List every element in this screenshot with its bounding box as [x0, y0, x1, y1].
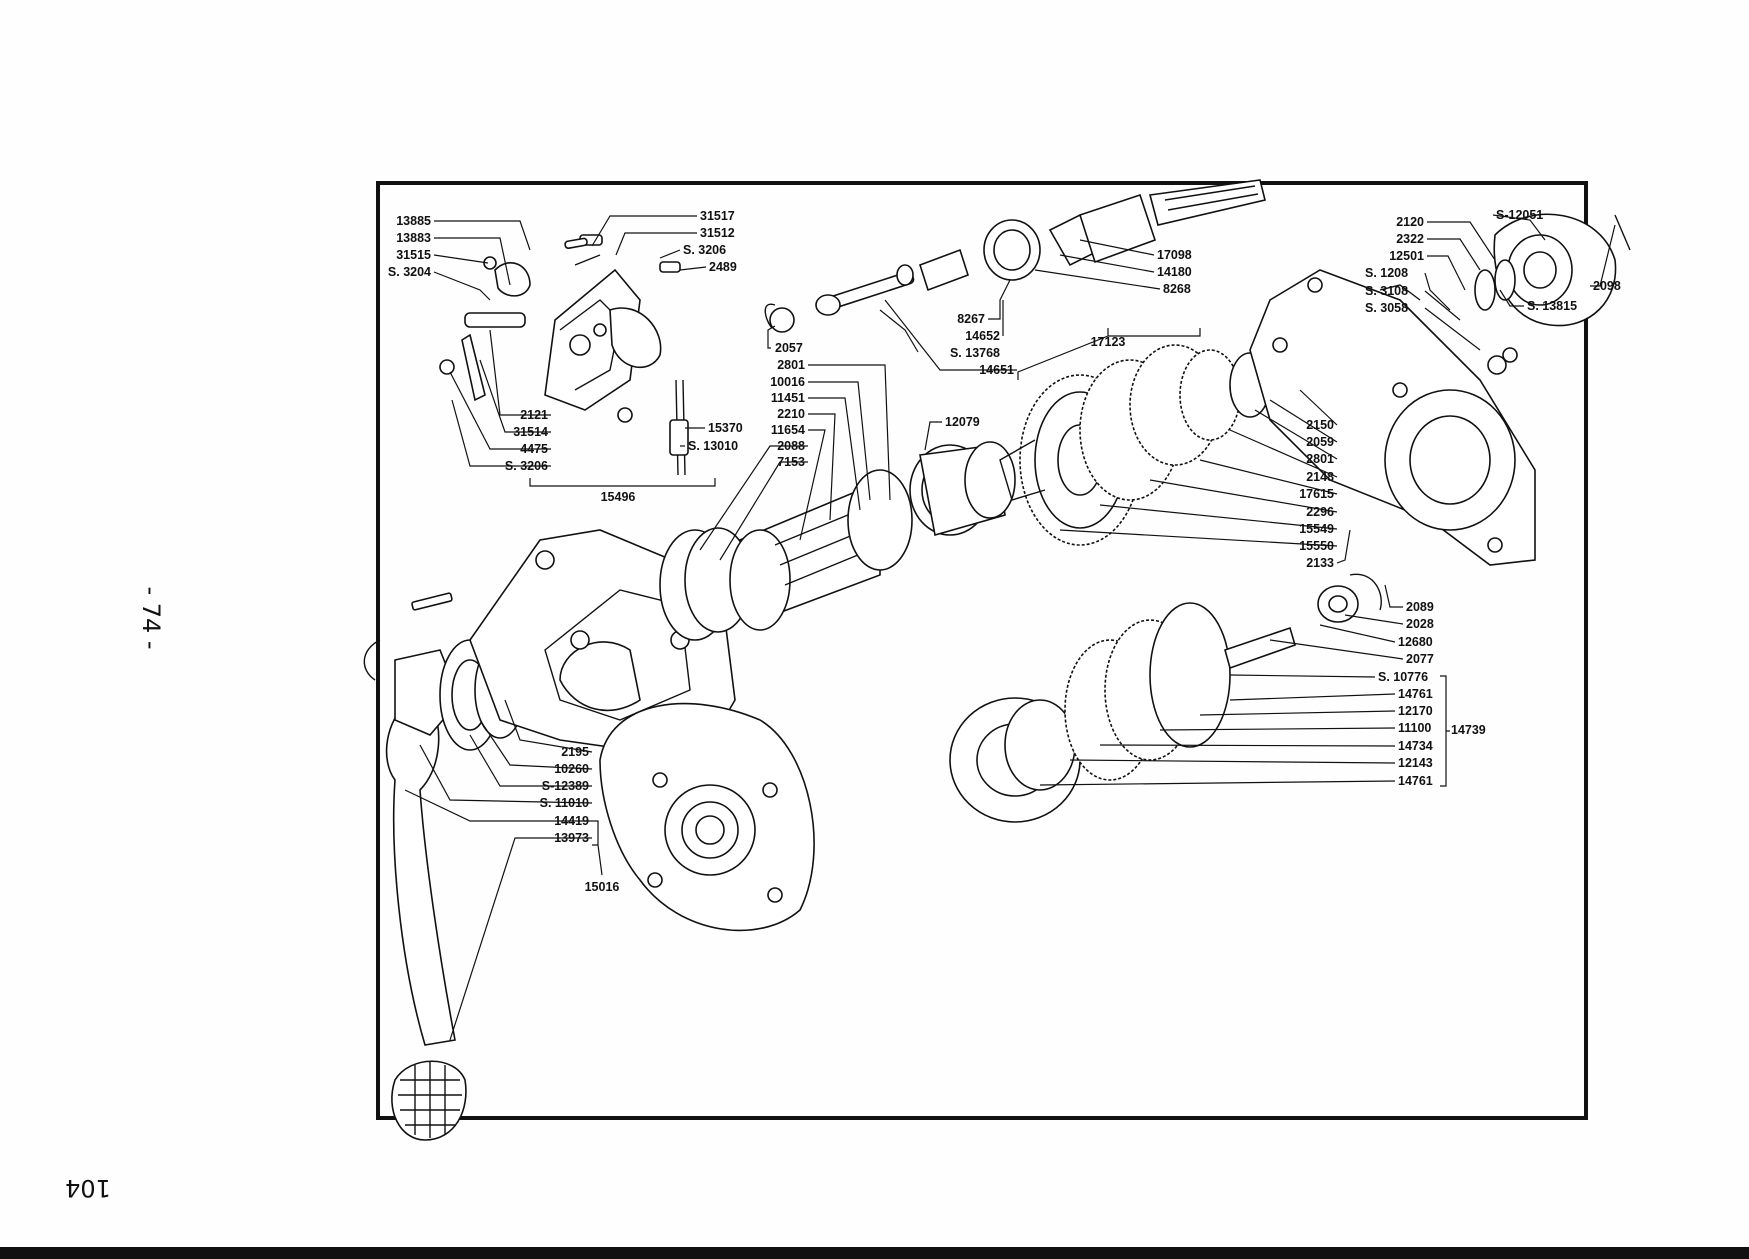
part-label-13885: 13885	[396, 214, 431, 228]
part-label-11100: 11100	[1398, 721, 1431, 735]
part-label-14734: 14734	[1398, 739, 1433, 753]
part-label-2801b: 2801	[1306, 452, 1334, 466]
gearbox-housing	[469, 529, 815, 932]
part-label-12143: 12143	[1398, 756, 1433, 770]
diagram-frame	[376, 181, 1588, 1120]
part-label-2296: 2296	[1306, 505, 1334, 519]
part-label-10016: 10016	[770, 375, 805, 389]
part-label-17615: 17615	[1299, 487, 1334, 501]
selector-mechanism	[439, 234, 689, 476]
part-label-13973: 13973	[554, 831, 589, 845]
scan-edge-bar	[0, 1247, 1749, 1259]
part-label-15496: 15496	[601, 490, 636, 504]
part-label-17098: 17098	[1157, 248, 1192, 262]
part-label-2801a: 2801	[777, 358, 805, 372]
part-label-s3206a: S. 3206	[683, 243, 726, 257]
part-label-2098: 2098	[1593, 279, 1621, 293]
part-label-s3206b: S. 3206	[505, 459, 548, 473]
part-label-2121: 2121	[520, 408, 548, 422]
leader-lines	[404, 214, 1616, 1041]
part-label-14651: 14651	[979, 363, 1014, 377]
part-label-31515: 31515	[396, 248, 431, 262]
part-label-31514: 31514	[513, 425, 548, 439]
part-label-10260: 10260	[554, 762, 589, 776]
part-label-2057: 2057	[775, 341, 803, 355]
part-label-2489: 2489	[709, 260, 737, 274]
part-label-2210: 2210	[777, 407, 805, 421]
part-label-s11010: S. 11010	[540, 796, 589, 810]
input-shaft	[815, 179, 1266, 316]
part-label-2322: 2322	[1396, 232, 1424, 246]
part-label-s3108: S. 3108	[1365, 284, 1408, 298]
part-label-8268: 8268	[1163, 282, 1191, 296]
part-label-2120: 2120	[1396, 215, 1424, 229]
part-label-s13815: S. 13815	[1527, 299, 1577, 313]
part-label-s3058: S. 3058	[1365, 301, 1408, 315]
part-label-15549: 15549	[1299, 522, 1334, 536]
internal-page-number: - 74 -	[137, 586, 165, 649]
part-label-14739: 14739	[1451, 723, 1486, 737]
page-number: 104	[65, 1174, 111, 1202]
part-label-2088: 2088	[777, 439, 805, 453]
part-label-11451: 11451	[771, 391, 805, 405]
part-label-14761b: 14761	[1398, 774, 1433, 788]
part-label-s12389: S-12389	[542, 779, 589, 793]
part-label-15370: 15370	[708, 421, 743, 435]
part-label-2059: 2059	[1306, 435, 1334, 449]
part-label-2028: 2028	[1406, 617, 1434, 631]
clutch-pack	[949, 573, 1382, 823]
part-label-14761a: 14761	[1398, 687, 1433, 701]
part-label-8267: 8267	[957, 312, 985, 326]
part-label-2150: 2150	[1306, 418, 1334, 432]
part-label-31512: 31512	[700, 226, 735, 240]
part-label-2195: 2195	[561, 745, 589, 759]
gearbox-cover	[1249, 213, 1631, 566]
part-label-s12051: S-12051	[1496, 208, 1543, 222]
part-label-17123: 17123	[1091, 335, 1126, 349]
part-label-2133: 2133	[1306, 556, 1334, 570]
part-label-14419: 14419	[554, 814, 589, 828]
part-label-11654: 11654	[771, 423, 805, 437]
part-label-14652: 14652	[965, 329, 1000, 343]
part-label-15016: 15016	[585, 880, 620, 894]
part-label-s10776: S. 10776	[1378, 670, 1428, 684]
part-label-7153: 7153	[777, 455, 805, 469]
mainshaft-parts	[659, 303, 1016, 641]
part-label-2148: 2148	[1306, 470, 1334, 484]
part-label-13883: 13883	[396, 231, 431, 245]
part-label-14180: 14180	[1157, 265, 1192, 279]
part-label-12170: 12170	[1398, 704, 1433, 718]
callout-labels: 13885 13883 31515 S. 3204 31517 31512 S. 3206 2…	[388, 208, 1621, 894]
part-label-12079: 12079	[945, 415, 980, 429]
part-label-s1208: S. 1208	[1365, 266, 1408, 280]
part-label-s3204: S. 3204	[388, 265, 431, 279]
part-label-s13010: S. 13010	[688, 439, 738, 453]
part-label-12501: 12501	[1389, 249, 1424, 263]
part-label-2089: 2089	[1406, 600, 1434, 614]
part-label-15550: 15550	[1299, 539, 1334, 553]
part-label-31517: 31517	[700, 209, 735, 223]
part-label-s13768: S. 13768	[950, 346, 1000, 360]
part-label-12680: 12680	[1398, 635, 1433, 649]
part-label-2077: 2077	[1406, 652, 1434, 666]
part-label-4475: 4475	[520, 442, 548, 456]
